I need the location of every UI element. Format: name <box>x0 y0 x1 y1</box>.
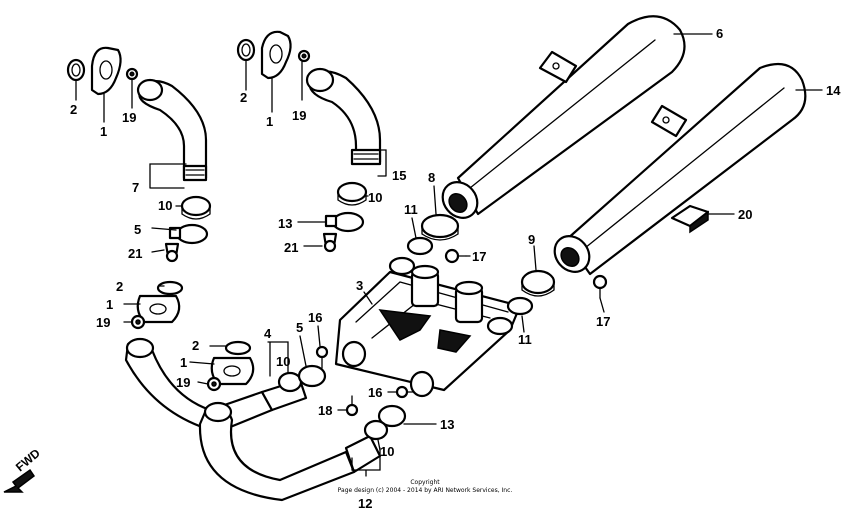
bolt-16-lower[interactable] <box>395 385 415 399</box>
gasket-lower-b[interactable] <box>224 340 252 356</box>
label-12: 12 <box>358 496 372 511</box>
label-10-lower-right: 10 <box>380 444 394 459</box>
nut-upper-left[interactable] <box>125 67 139 81</box>
clamp-13-lower[interactable] <box>377 404 407 428</box>
label-5-lower: 5 <box>296 320 303 335</box>
collar-10-upper-left[interactable] <box>180 195 212 220</box>
flange-upper-left[interactable] <box>90 46 122 96</box>
flange-lower-b[interactable] <box>210 356 255 386</box>
gasket-upper-right[interactable] <box>236 38 256 62</box>
label-17-upper: 17 <box>472 249 486 264</box>
label-5-upper: 5 <box>134 222 141 237</box>
label-21-upper-right: 21 <box>284 240 298 255</box>
label-10-upper-right: 10 <box>368 190 382 205</box>
bolt-17-upper[interactable] <box>444 248 467 264</box>
fwd-arrow-icon <box>3 468 36 493</box>
flange-lower-a[interactable] <box>136 294 181 324</box>
label-1-lower-b: 1 <box>180 355 187 370</box>
collar-11-lower[interactable] <box>506 296 534 316</box>
collar-10-lower-left[interactable] <box>277 371 303 393</box>
fwd-label: FWD <box>13 446 43 475</box>
label-2-upper-left: 2 <box>70 102 77 117</box>
exhaust-chamber[interactable] <box>334 256 522 398</box>
clamp-5-upper-left[interactable] <box>168 223 209 245</box>
label-19-lower-a: 19 <box>96 315 110 330</box>
label-21-upper-left: 21 <box>128 246 142 261</box>
label-11-upper: 11 <box>404 202 418 217</box>
label-7: 7 <box>132 180 139 195</box>
label-9: 9 <box>528 232 535 247</box>
collar-11-upper[interactable] <box>406 236 434 256</box>
bolt-21-upper-left[interactable] <box>164 242 180 263</box>
clamp-9[interactable] <box>520 269 556 297</box>
label-1-lower-a: 1 <box>106 297 113 312</box>
label-10-lower-left: 10 <box>276 354 290 369</box>
bolt-16-upper[interactable] <box>315 345 329 369</box>
gasket-lower-a[interactable] <box>156 280 184 296</box>
nut-lower-b[interactable] <box>206 376 222 392</box>
label-17-lower: 17 <box>596 314 610 329</box>
nut-lower-a[interactable] <box>130 314 146 330</box>
label-2-upper-right: 2 <box>240 90 247 105</box>
label-11-lower: 11 <box>518 332 532 347</box>
muffler-left[interactable] <box>548 62 807 279</box>
label-20: 20 <box>738 207 752 222</box>
flange-upper-right[interactable] <box>260 30 292 80</box>
bolt-18[interactable] <box>345 395 359 417</box>
label-14: 14 <box>826 83 841 98</box>
clamp-5-lower[interactable] <box>297 364 327 388</box>
clamp-8[interactable] <box>420 213 460 241</box>
label-19-upper-left: 19 <box>122 110 136 125</box>
label-19-upper-right: 19 <box>292 108 306 123</box>
leader-lines <box>75 33 823 477</box>
fwd-direction-indicator: FWD <box>3 446 43 493</box>
collar-10-upper-right[interactable] <box>336 181 368 206</box>
label-3: 3 <box>356 278 363 293</box>
label-19-lower-b: 19 <box>176 375 190 390</box>
clamp-13-upper-right[interactable] <box>324 211 365 233</box>
bolt-21-upper-right[interactable] <box>322 232 338 253</box>
label-8: 8 <box>428 170 435 185</box>
label-16-lower: 16 <box>368 385 382 400</box>
part-20-block[interactable] <box>670 204 710 234</box>
bolt-17-lower[interactable] <box>592 274 608 299</box>
gasket-upper-left[interactable] <box>66 58 86 82</box>
label-15: 15 <box>392 168 406 183</box>
label-2-lower-b: 2 <box>192 338 199 353</box>
copyright-notice: Copyright Page design (c) 2004 - 2014 by… <box>338 479 513 494</box>
nut-upper-right[interactable] <box>297 49 311 63</box>
copyright-line-2: Page design (c) 2004 - 2014 by ARI Netwo… <box>338 487 513 494</box>
collar-10-lower-right[interactable] <box>363 419 389 441</box>
exhaust-pipe-lower-right[interactable] <box>198 401 382 502</box>
label-16-upper: 16 <box>308 310 322 325</box>
exhaust-pipe-upper-left[interactable] <box>136 78 208 182</box>
copyright-line-1: Copyright <box>410 479 440 486</box>
label-1-upper-left: 1 <box>100 124 107 139</box>
exhaust-pipe-upper-right[interactable] <box>305 67 382 166</box>
part-labels: 2 1 19 7 10 5 21 2 1 19 15 10 13 21 6 14… <box>70 26 841 511</box>
label-4: 4 <box>264 326 272 341</box>
label-13-upper: 13 <box>278 216 292 231</box>
label-18: 18 <box>318 403 332 418</box>
label-6: 6 <box>716 26 723 41</box>
muffler-right[interactable] <box>436 15 686 225</box>
label-1-upper-right: 1 <box>266 114 273 129</box>
label-13-lower: 13 <box>440 417 454 432</box>
label-10-upper-left: 10 <box>158 198 172 213</box>
label-2-lower-a: 2 <box>116 279 123 294</box>
